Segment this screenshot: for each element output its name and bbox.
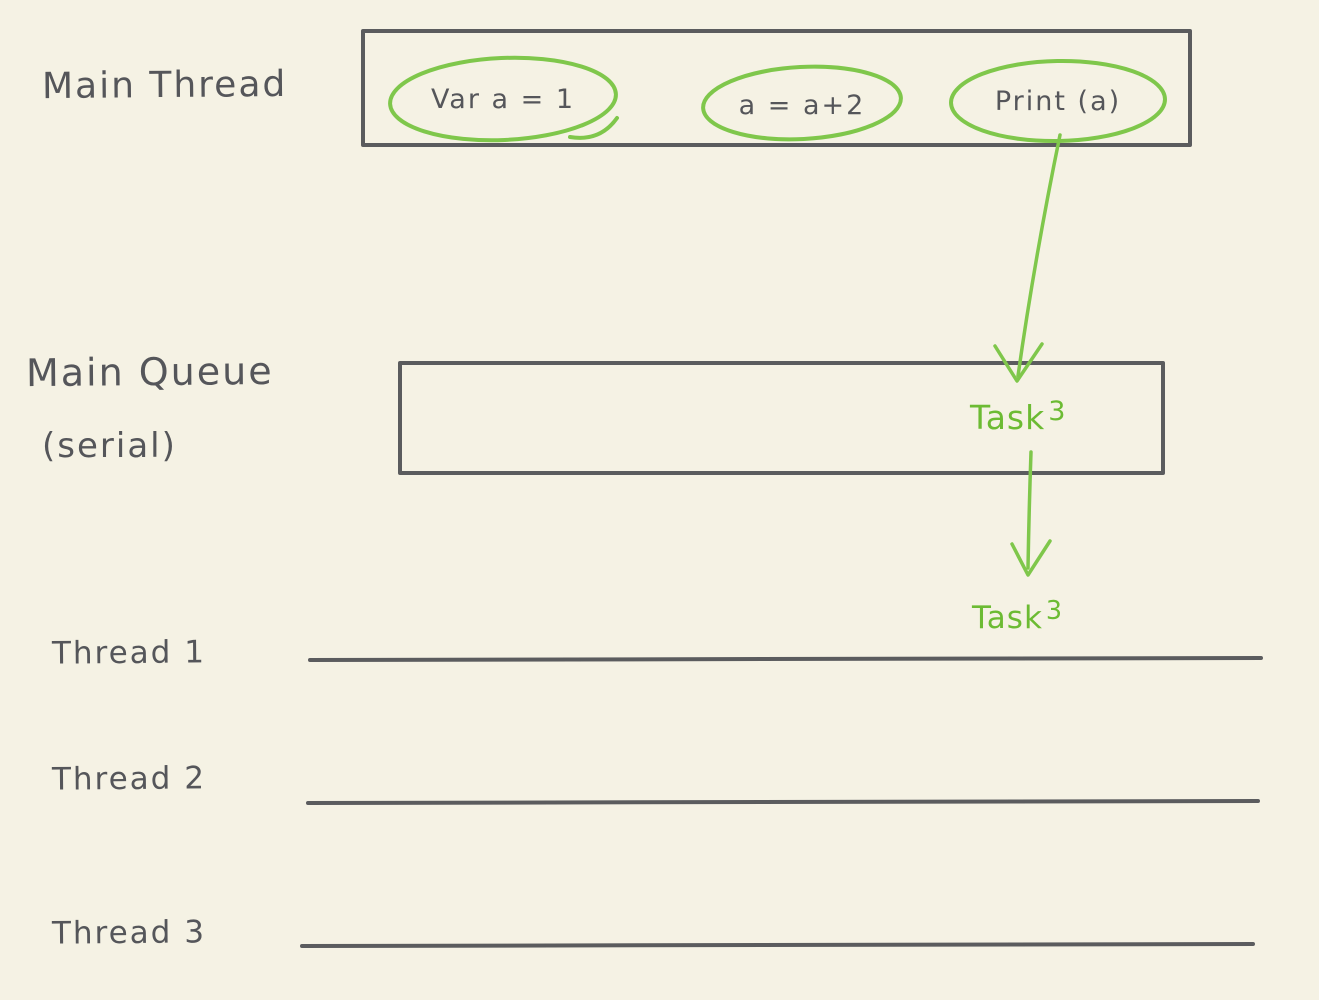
arrowhead-queue-to-thread1 xyxy=(1010,539,1052,577)
circle-var-statement xyxy=(388,55,618,143)
thread3-label: Thread 3 xyxy=(51,914,207,952)
circle-add-statement xyxy=(701,64,903,142)
task3-thread-word: Task xyxy=(972,600,1043,636)
statement-print-a: Print (a) xyxy=(994,86,1122,117)
thread3-line xyxy=(300,942,1255,948)
thread2-line xyxy=(306,799,1260,805)
thread2-label: Thread 2 xyxy=(51,760,207,798)
circle-var-tail xyxy=(568,116,619,140)
task3-queue-number: 3 xyxy=(1048,396,1067,427)
main-queue-label: Main Queue xyxy=(25,348,274,396)
arrowhead-print-to-queue xyxy=(993,342,1044,383)
statement-a-plus-2: a = a+2 xyxy=(738,90,866,121)
thread1-label: Thread 1 xyxy=(51,634,207,672)
main-thread-label: Main Thread xyxy=(41,63,288,108)
arrow-print-to-queue xyxy=(1016,133,1062,378)
thread1-line xyxy=(308,656,1263,662)
task3-thread-number: 3 xyxy=(1045,595,1064,625)
main-thread-box xyxy=(361,29,1192,147)
arrow-queue-to-thread1 xyxy=(1026,450,1033,570)
statement-var-a-1: Var a = 1 xyxy=(430,84,576,115)
task3-queue-word: Task xyxy=(970,398,1046,437)
main-queue-box xyxy=(398,361,1165,475)
main-queue-serial-label: (serial) xyxy=(42,426,177,466)
